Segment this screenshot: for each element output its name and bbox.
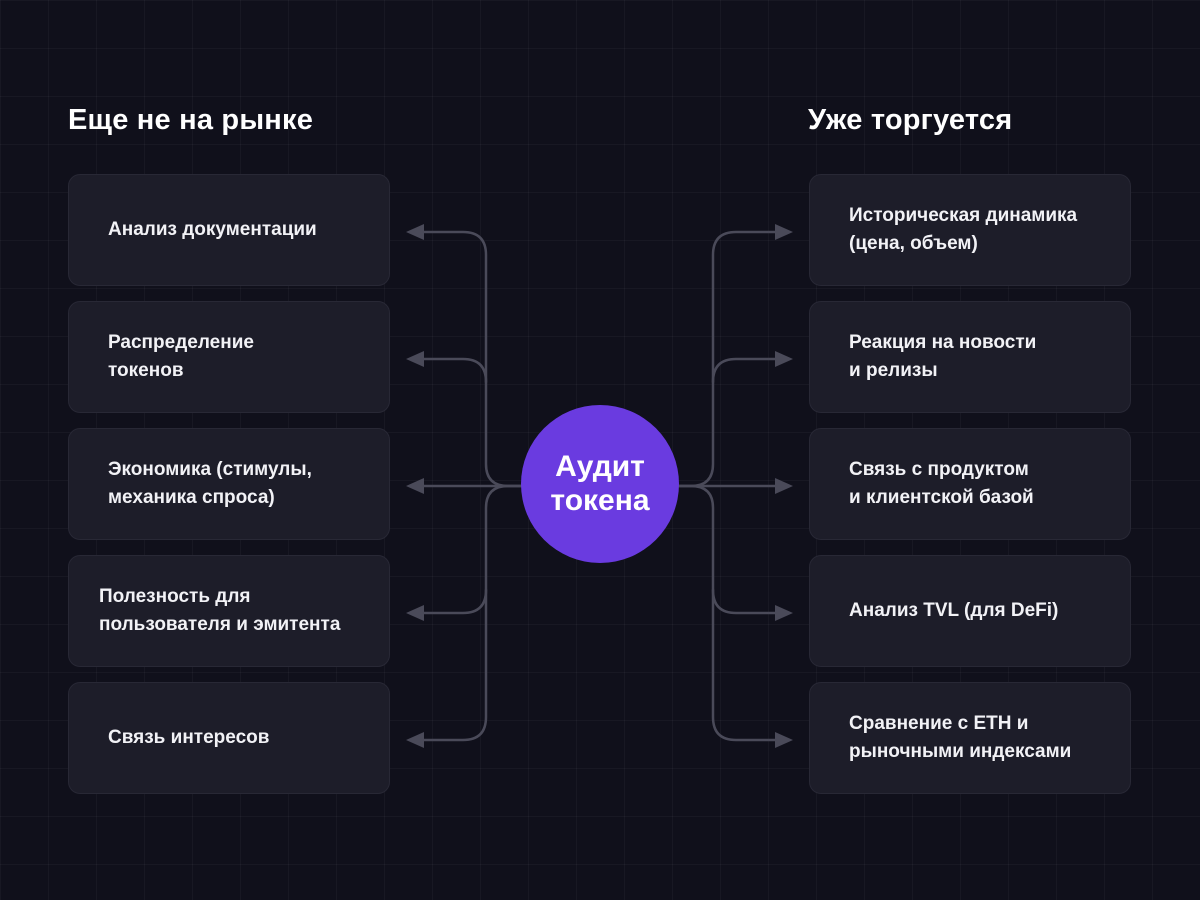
left-card-interests: Связь интересов [68,682,390,794]
right-card-label: Историческая динамика (цена, объем) [849,205,1078,254]
right-connector-2 [711,357,791,384]
right-connector-5 [711,588,791,615]
arrow-left-4 [406,605,424,621]
right-card-label: Связь с продуктом и клиентской базой [849,459,1034,508]
right-card-product-link: Связь с продуктом и клиентской базой [809,428,1131,540]
arrow-left-5 [406,732,424,748]
right-card-label: Сравнение с ETH и рыночными индексами [849,713,1072,762]
left-card-documentation: Анализ документации [68,174,390,286]
arrow-right-3 [775,478,793,494]
left-card-token-distribution: Распределение токенов [68,301,390,413]
left-card-label: Распределение токенов [108,332,254,381]
left-card-label: Связь интересов [108,727,270,748]
left-column-title: Еще не на рынке [68,104,314,136]
arrow-right-4 [775,605,793,621]
right-card-comparison: Сравнение с ETH и рыночными индексами [809,682,1131,794]
arrow-right-1 [775,224,793,240]
right-card-history: Историческая динамика (цена, объем) [809,174,1131,286]
right-card-label: Реакция на новости и релизы [849,332,1037,381]
left-card-utility: Полезность для пользователя и эмитента [68,555,390,667]
right-card-tvl: Анализ TVL (для DeFi) [809,555,1131,667]
left-card-label: Экономика (стимулы, механика спроса) [108,459,312,508]
right-card-label: Анализ TVL (для DeFi) [849,600,1059,621]
arrow-right-5 [775,732,793,748]
arrow-left-3 [406,478,424,494]
hub-label: Аудит токена [550,450,650,517]
left-connector-4 [408,484,523,742]
left-connector-5 [408,588,488,615]
arrow-right-2 [775,351,793,367]
left-card-label: Анализ документации [108,219,317,240]
arrow-left-2 [406,351,424,367]
right-card-news-reaction: Реакция на новости и релизы [809,301,1131,413]
arrow-left-1 [406,224,424,240]
hub-circle: Аудит токена [521,405,679,563]
right-column-title: Уже торгуется [808,104,1013,136]
left-card-economics: Экономика (стимулы, механика спроса) [68,428,390,540]
left-connector-2 [408,357,488,384]
right-connector-4 [677,484,791,742]
left-card-label: Полезность для пользователя и эмитента [99,586,341,635]
